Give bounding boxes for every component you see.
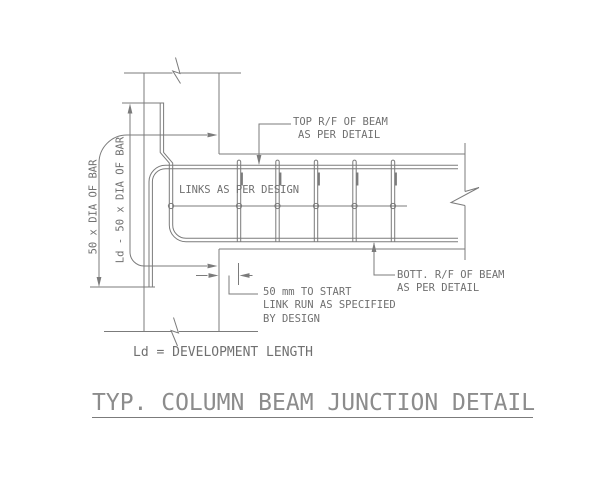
arrowhead-left-icon bbox=[239, 273, 250, 278]
stirrup-link bbox=[276, 160, 281, 241]
arrowhead-down-icon bbox=[256, 155, 262, 165]
arrowhead-up-icon bbox=[127, 103, 133, 114]
dim-text-ld: Ld - 50 x DIA OF BAR bbox=[114, 136, 126, 264]
link-marker-circle bbox=[275, 203, 280, 208]
legend-development-length: Ld = DEVELOPMENT LENGTH bbox=[133, 345, 314, 360]
callout-top-rf-line1: TOP R/F OF BEAM bbox=[293, 116, 388, 128]
arrowhead-up-icon bbox=[371, 242, 377, 252]
callout-link-start-line1: 50 mm TO START bbox=[263, 286, 352, 298]
dim-line-50-dia bbox=[96, 132, 218, 287]
link-marker-circle bbox=[236, 203, 241, 208]
dim-50mm-link-start bbox=[196, 263, 258, 294]
callout-top-rf-line2: AS PER DETAIL bbox=[298, 129, 381, 142]
dim-text-50-dia: 50 x DIA OF BAR bbox=[87, 159, 99, 254]
links-leader-line bbox=[168, 203, 407, 208]
arrowhead-right-icon bbox=[208, 273, 219, 278]
stirrup-links bbox=[237, 160, 396, 241]
stirrup-link bbox=[314, 160, 319, 241]
stirrup-link bbox=[353, 160, 358, 241]
top-rebar bbox=[149, 165, 458, 287]
callout-top-rf: TOP R/F OF BEAM AS PER DETAIL bbox=[293, 116, 388, 143]
callout-link-start: 50 mm TO START LINK RUN AS SPECIFIED BY … bbox=[263, 286, 396, 326]
beam-outline bbox=[219, 154, 465, 249]
link-marker-circle bbox=[352, 203, 357, 208]
bottom-rebar bbox=[160, 103, 458, 242]
link-marker-circle bbox=[168, 203, 173, 208]
column-break-top bbox=[124, 58, 241, 84]
callout-bott-rf: BOTT. R/F OF BEAM AS PER DETAIL bbox=[397, 269, 504, 296]
break-zigzag-icon bbox=[173, 58, 181, 84]
link-marker-circle bbox=[313, 203, 318, 208]
link-marker-circle bbox=[390, 203, 395, 208]
dim-line-ld bbox=[127, 103, 218, 269]
callout-link-start-line3: BY DESIGN bbox=[263, 312, 320, 325]
callout-links: LINKS AS PER DESIGN bbox=[179, 184, 300, 196]
arrowhead-down-icon bbox=[96, 277, 102, 287]
beam-break-right bbox=[451, 143, 479, 260]
callout-bott-rf-line1: BOTT. R/F OF BEAM bbox=[397, 269, 505, 281]
column-outline bbox=[144, 73, 219, 332]
extension-lines bbox=[90, 103, 164, 287]
break-zigzag-icon bbox=[171, 318, 179, 347]
callout-bott-rf-line2: AS PER DETAIL bbox=[397, 282, 480, 295]
column-break-bottom bbox=[104, 318, 258, 347]
stirrup-link bbox=[237, 160, 242, 241]
arrowhead-right-icon bbox=[207, 263, 218, 269]
callout-link-start-line2: LINK RUN AS SPECIFIED bbox=[263, 299, 396, 312]
arrowhead-right-icon bbox=[207, 132, 218, 138]
leader-top-rf bbox=[256, 124, 291, 165]
drawing-title: TYP. COLUMN BEAM JUNCTION DETAIL bbox=[92, 390, 536, 416]
leader-bott-rf bbox=[371, 242, 395, 275]
break-zigzag-icon bbox=[451, 188, 479, 206]
stirrup-link bbox=[391, 160, 396, 241]
